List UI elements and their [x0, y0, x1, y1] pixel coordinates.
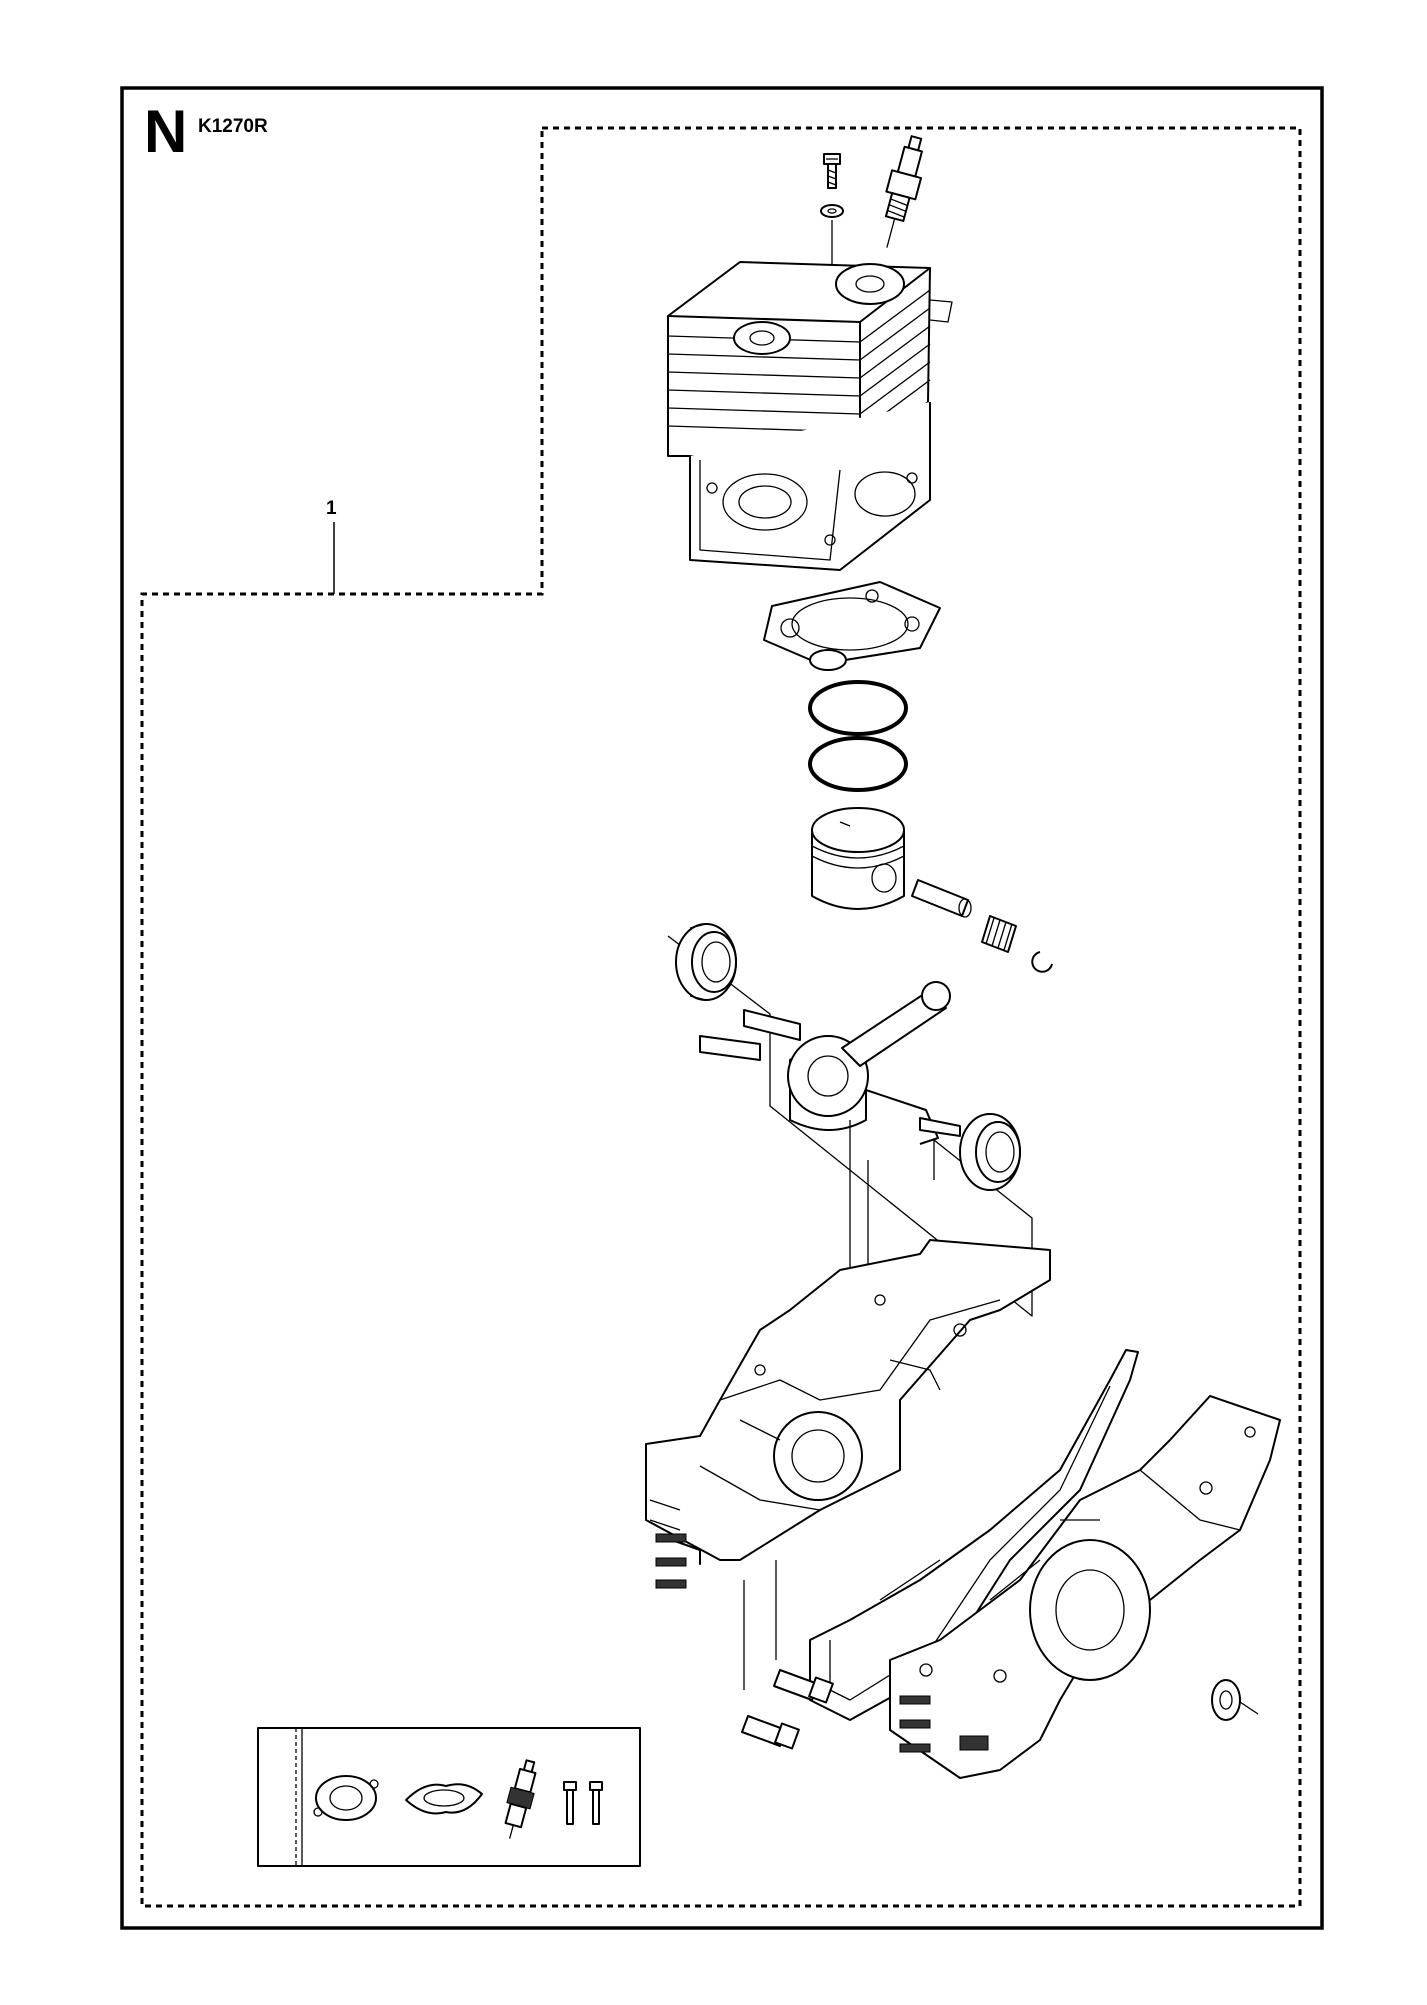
assembly-boundary: [140, 126, 1302, 1908]
cylinder-icon: [667, 261, 953, 571]
screw-icon: [563, 1781, 577, 1825]
spark-plug-icon: [884, 135, 923, 248]
cylinder-gasket-icon: [313, 1775, 379, 1821]
washer-icon: [820, 204, 844, 218]
crankcase-half-icon: [889, 1395, 1281, 1779]
exhaust-gasket-icon: [405, 1783, 483, 1815]
section-letter: N: [144, 98, 188, 165]
ball-bearing-icon: [675, 923, 737, 1001]
kit-box-icon: [257, 1727, 641, 1867]
cylinder-gasket-icon: [763, 581, 941, 671]
screw-icon: [589, 1781, 603, 1825]
ball-bearing-icon: [959, 1113, 1021, 1191]
screw-icon: [773, 1560, 834, 1704]
page-frame: [120, 86, 1324, 1930]
piston-ring-icon: [808, 736, 908, 792]
callout-number: 1: [326, 498, 337, 519]
crankcase-half-icon: [645, 1239, 1051, 1589]
piston-ring-icon: [808, 680, 908, 736]
model-code: K1270R: [198, 116, 268, 137]
crankshaft-icon: [699, 981, 961, 1145]
screw-icon: [741, 1580, 800, 1750]
spark-plug-icon: [504, 1759, 537, 1839]
piston-icon: [811, 807, 905, 910]
seal-ring-icon: [1211, 1679, 1259, 1721]
needle-bearing-icon: [981, 915, 1017, 953]
screw-icon: [823, 153, 841, 189]
piston-pin-icon: [911, 879, 972, 918]
circlip-icon: [1031, 951, 1053, 973]
